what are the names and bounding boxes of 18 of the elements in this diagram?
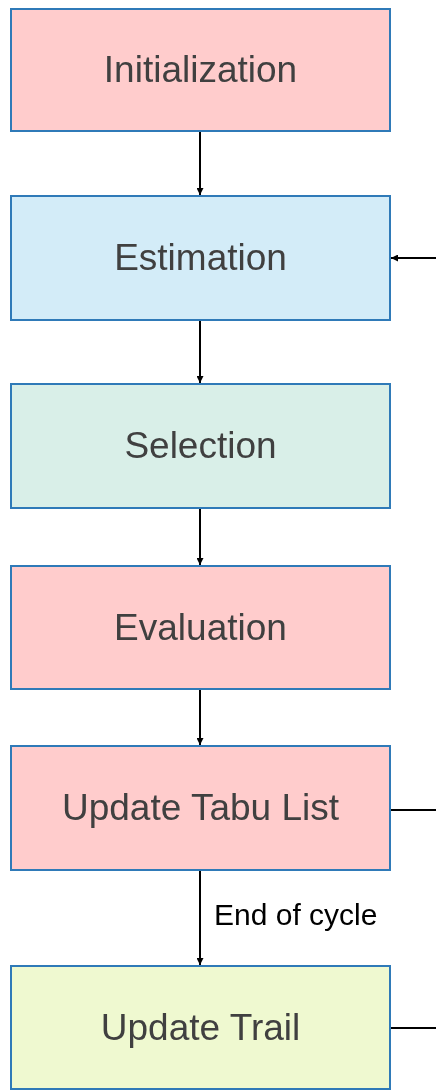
arrow — [196, 508, 204, 566]
process-box — [10, 8, 391, 132]
box-label: Update Trail — [100, 1006, 301, 1049]
box-label: Initialization — [103, 49, 298, 91]
process-box — [10, 195, 391, 321]
process-box — [10, 965, 391, 1090]
box-label: Update Tabu List — [62, 787, 339, 829]
box-label: Selection — [124, 425, 277, 467]
arrow — [390, 254, 436, 262]
box-label: Evaluation — [114, 606, 287, 649]
arrow — [196, 689, 204, 746]
box-label: Estimation — [114, 237, 287, 279]
arrow — [196, 320, 204, 384]
arrow — [196, 870, 204, 966]
process-box — [10, 565, 391, 690]
process-box — [10, 745, 391, 871]
process-box — [10, 383, 391, 509]
arrow — [196, 131, 204, 196]
